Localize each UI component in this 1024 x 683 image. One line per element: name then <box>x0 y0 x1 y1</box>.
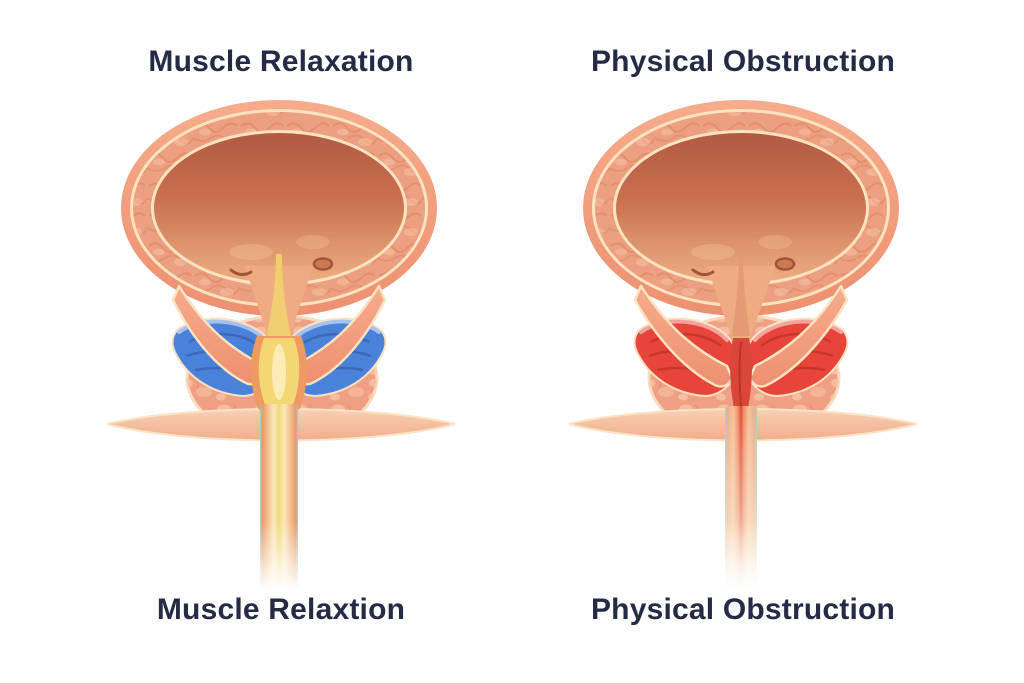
bladder-cavity <box>616 133 866 283</box>
bladder <box>121 100 437 348</box>
bottom-fade <box>101 520 461 590</box>
bladder-neck-walls <box>633 284 849 388</box>
bladder <box>583 100 899 348</box>
panel-caption: Physical Obstruction <box>590 593 896 626</box>
bladder-cavity <box>154 133 404 283</box>
bladder-diagram-relaxed <box>101 100 461 590</box>
panel-title: Physical Obstruction <box>590 45 896 78</box>
ureteral-orifice-left <box>691 268 715 277</box>
bladder-diagram-obstructed <box>563 100 923 590</box>
bottom-fade <box>563 520 923 590</box>
bladder-illustration-relaxed <box>101 90 461 590</box>
panel-title: Muscle Relaxation <box>148 45 414 78</box>
urine-stream <box>732 254 750 336</box>
panel-muscle-relaxation: Muscle Relaxation <box>50 0 512 683</box>
bladder-illustration-obstructed <box>563 90 923 590</box>
urine-stream <box>267 254 291 336</box>
panel-caption: Muscle Relaxtion <box>156 593 406 626</box>
panel-physical-obstruction: Physical Obstruction <box>512 0 974 683</box>
bladder-neck-walls <box>171 284 387 386</box>
ureteral-orifice-left <box>229 268 253 277</box>
urethra-channel <box>730 338 752 415</box>
ureteral-orifice-right <box>774 257 796 271</box>
ureteral-orifice-right <box>312 257 334 271</box>
